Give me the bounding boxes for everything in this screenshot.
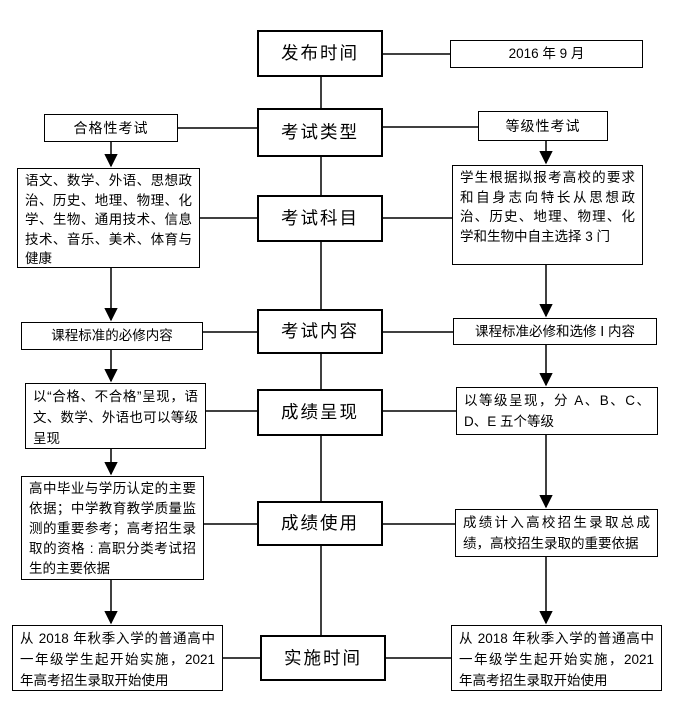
node-qualifying-presentation: 以“合格、不合格”呈现，语文、数学、外语也可以等级呈现 (25, 383, 206, 449)
node-publish-date: 2016 年 9 月 (450, 40, 643, 68)
node-qualifying-implementation: 从 2018 年秋季入学的普通高中一年级学生起开始实施，2021 年高考招生录取… (12, 625, 223, 691)
node-qualifying-content: 课程标准的必修内容 (21, 322, 203, 350)
node-qualifying-usage: 高中毕业与学历认定的主要依据；中学教育教学质量监测的重要参考；高考招生录取的资格… (21, 476, 204, 580)
node-graded-implementation: 从 2018 年秋季入学的普通高中一年级学生起开始实施，2021 年高考招生录取… (451, 625, 662, 691)
node-graded-presentation: 以等级呈现，分 A、B、C、D、E 五个等级 (456, 387, 658, 435)
node-exam-content: 考试内容 (257, 309, 383, 354)
node-publish-time: 发布时间 (257, 30, 383, 77)
node-qualifying-subjects: 语文、数学、外语、思想政治、历史、地理、物理、化学、生物、通用技术、信息技术、音… (17, 168, 200, 268)
node-score-presentation: 成绩呈现 (257, 389, 383, 436)
node-implementation-time: 实施时间 (260, 635, 386, 681)
node-exam-type: 考试类型 (257, 108, 383, 157)
node-qualifying-exam: 合格性考试 (44, 114, 178, 142)
node-graded-exam: 等级性考试 (478, 111, 608, 141)
node-graded-usage: 成绩计入高校招生录取总成绩，高校招生录取的重要依据 (455, 509, 658, 557)
node-exam-subjects: 考试科目 (257, 195, 383, 242)
node-graded-content: 课程标准必修和选修 Ⅰ 内容 (453, 318, 657, 345)
node-score-usage: 成绩使用 (257, 501, 383, 546)
node-graded-subjects: 学生根据拟报考高校的要求和自身志向特长从思想政治、历史、地理、物理、化学和生物中… (452, 165, 643, 265)
